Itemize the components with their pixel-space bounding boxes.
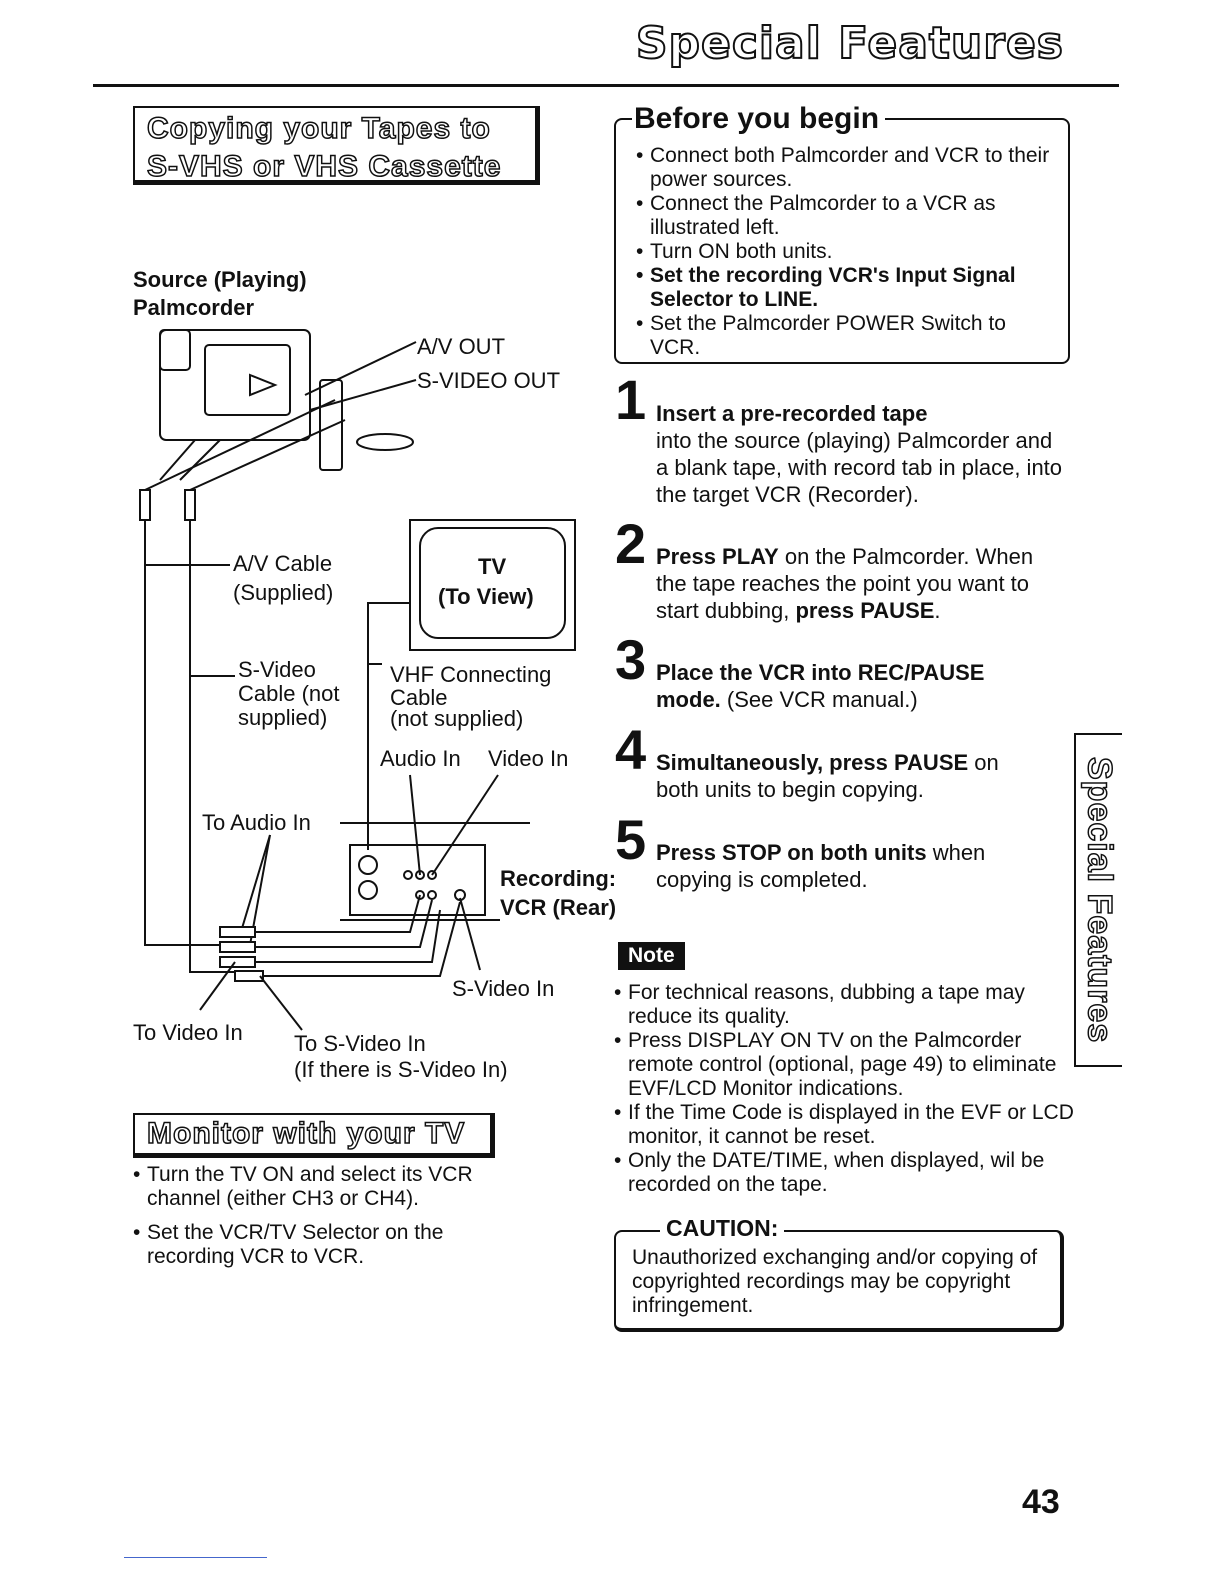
step-2-number: 2: [615, 512, 647, 575]
caution-text: Unauthorized exchanging and/or copying o…: [632, 1246, 1038, 1317]
source-label-line2: Palmcorder: [133, 295, 255, 320]
page-header-title: Special Features: [635, 17, 1064, 70]
to-video-in-label: To Video In: [133, 1020, 243, 1045]
copying-title-line2: S-VHS or VHS Cassette: [146, 149, 502, 184]
before-you-begin-title: Before you begin: [632, 102, 886, 136]
recording-vcr-label-2: VCR (Rear): [500, 895, 617, 920]
to-svideo-in-label: To S-Video In: [294, 1031, 426, 1056]
note-bullets: For technical reasons, dubbing a tape ma…: [614, 981, 1076, 1197]
monitor-bullet: Turn the TV ON and select its VCR channe…: [133, 1163, 533, 1211]
note-bullet: For technical reasons, dubbing a tape ma…: [614, 981, 1076, 1029]
note-bullet: Only the DATE/TIME, when displayed, wil …: [614, 1149, 1076, 1197]
header-rule: [93, 84, 1119, 87]
monitor-section-title: Monitor with your TV: [133, 1113, 495, 1158]
side-section-tab: Special Features: [1074, 733, 1122, 1067]
step-5-text: Press STOP on both units when copying is…: [656, 840, 986, 892]
step-4-text: Simultaneously, press PAUSE on both unit…: [656, 750, 999, 802]
svideo-in-label: S-Video In: [452, 976, 555, 1001]
page-number: 43: [1022, 1483, 1060, 1521]
caution-box: [614, 1230, 1064, 1332]
monitor-bullet: Set the VCR/TV Selector on the recording…: [133, 1221, 533, 1269]
tv-label-2: (To View): [438, 584, 534, 609]
before-bullet: Connect the Palmcorder to a VCR as illus…: [636, 192, 1061, 240]
before-bullet: Turn ON both units.: [636, 240, 1061, 264]
before-bullets: Connect both Palmcorder and VCR to their…: [636, 144, 1061, 360]
step-3-text: Place the VCR into REC/PAUSE mode. (See …: [656, 660, 985, 712]
tv-illustration: [409, 519, 576, 651]
step-3-number: 3: [615, 628, 647, 691]
note-bullet: If the Time Code is displayed in the EVF…: [614, 1101, 1076, 1149]
step-5-number: 5: [615, 808, 647, 871]
tv-label-1: TV: [478, 554, 507, 579]
av-cable-label-2: (Supplied): [233, 580, 334, 605]
to-audio-in-label: To Audio In: [202, 810, 311, 835]
connection-diagram: [139, 329, 576, 1031]
audio-in-label: Audio In: [380, 746, 461, 771]
before-bullet: Set the recording VCR's Input Signal Sel…: [636, 264, 1061, 312]
recording-vcr-label-1: Recording:: [500, 866, 617, 891]
step-1-number: 1: [615, 368, 647, 431]
before-bullet: Set the Palmcorder POWER Switch to VCR.: [636, 312, 1061, 360]
caution-title: CAUTION:: [660, 1215, 785, 1242]
step-1-text: Insert a pre-recorded tape into the sour…: [656, 401, 1063, 507]
footer-rule: [124, 1557, 267, 1558]
note-bullet: Press DISPLAY ON TV on the Palmcorder re…: [614, 1029, 1076, 1101]
step-4-number: 4: [615, 718, 647, 781]
svideo-cable-label-3: supplied): [238, 705, 328, 730]
if-svideo-in-label: (If there is S-Video In): [294, 1057, 508, 1082]
svideo-cable-label-1: S-Video: [238, 657, 316, 682]
vhf-cable-label-1: VHF Connecting: [390, 662, 552, 687]
av-cable-label-1: A/V Cable: [233, 551, 333, 576]
note-badge: Note: [618, 942, 685, 970]
vhf-cable-label-2: Cable: [390, 685, 448, 710]
copying-section-title: Copying your Tapes to S-VHS or VHS Casse…: [133, 106, 540, 185]
copying-title-line1: Copying your Tapes to: [146, 111, 491, 146]
svideo-cable-label-2: Cable (not: [238, 681, 340, 706]
svideo-out-label: S-VIDEO OUT: [417, 368, 561, 393]
monitor-bullets: Turn the TV ON and select its VCR channe…: [133, 1163, 533, 1269]
before-bullet: Connect both Palmcorder and VCR to their…: [636, 144, 1061, 192]
av-out-label: A/V OUT: [417, 334, 506, 359]
palmcorder-illustration: [144, 329, 417, 491]
source-label-line1: Source (Playing): [133, 267, 307, 292]
step-2-text: Press PLAY on the Palmcorder. When the t…: [656, 544, 1034, 623]
vhf-cable-label-3: (not supplied): [390, 706, 524, 731]
video-in-label: Video In: [488, 746, 569, 771]
